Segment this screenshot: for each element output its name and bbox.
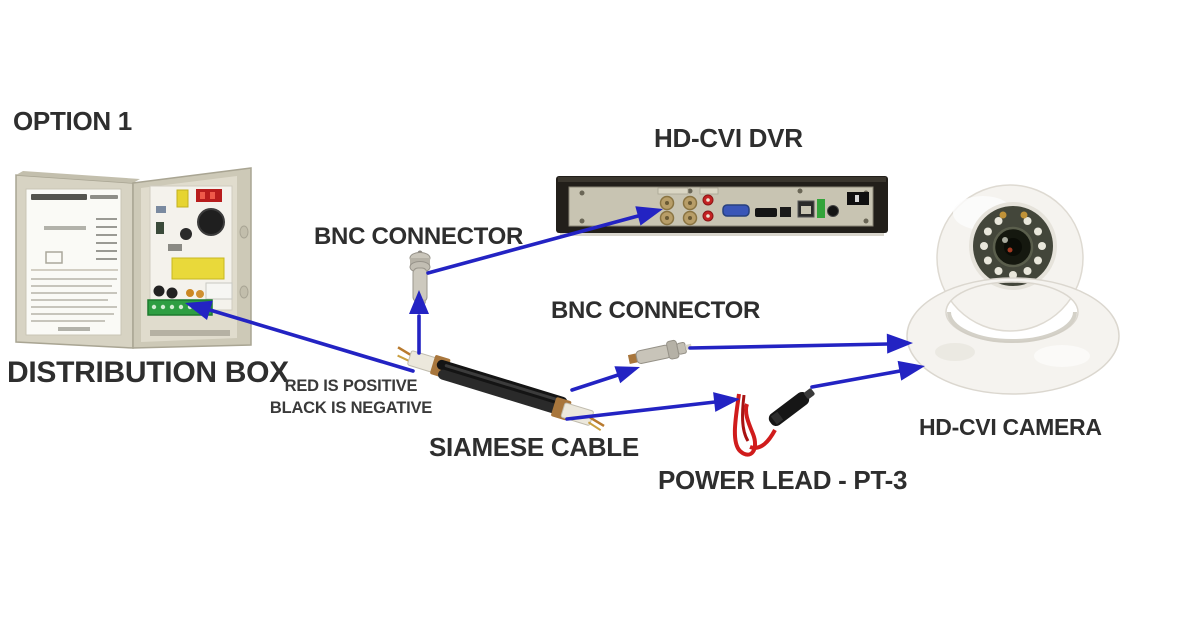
power-lead-dc-plug bbox=[768, 388, 815, 427]
dvr-hdmi-port bbox=[755, 208, 777, 217]
camera-lens bbox=[992, 226, 1034, 268]
wiring-note-line1: RED IS POSITIVE bbox=[284, 377, 418, 395]
arrow-power-lead-to-camera bbox=[810, 360, 925, 389]
arrow-bnc1-to-dvr bbox=[426, 206, 663, 275]
bnc-connector-1-label: BNC CONNECTOR bbox=[314, 223, 523, 250]
dvr-image bbox=[556, 176, 888, 236]
siamese-cable-label: SIAMESE CABLE bbox=[429, 432, 639, 462]
arrow-siamese-to-power-lead bbox=[565, 392, 740, 421]
power-lead-red-wire bbox=[732, 393, 758, 457]
dvr-dc-jack bbox=[827, 205, 839, 217]
dvr-rca-ports bbox=[702, 194, 714, 222]
knockout-hole bbox=[239, 285, 249, 299]
knockout-hole bbox=[239, 225, 249, 239]
bnc-connector-2-label: BNC CONNECTOR bbox=[551, 297, 760, 324]
camera-image bbox=[906, 184, 1120, 395]
distribution-box-label: DISTRIBUTION BOX bbox=[7, 356, 289, 389]
dvr-bnc-ports bbox=[659, 195, 698, 226]
power-lead-label: POWER LEAD - PT-3 bbox=[658, 465, 908, 495]
door-instruction-label bbox=[25, 188, 122, 336]
camera-status-led bbox=[999, 211, 1007, 219]
bnc-connector-2-image bbox=[627, 339, 692, 365]
distribution-box-image bbox=[15, 167, 252, 349]
dvr-label: HD-CVI DVR bbox=[654, 123, 803, 153]
dvr-usb-port bbox=[780, 207, 791, 217]
power-supply-pcb bbox=[149, 185, 233, 311]
wiring-note-line2: BLACK IS NEGATIVE bbox=[269, 399, 433, 417]
camera-label: HD-CVI CAMERA bbox=[919, 414, 1102, 440]
siamese-cable-image bbox=[397, 346, 605, 432]
dvr-vga-port bbox=[722, 204, 750, 217]
camera-ir-leds bbox=[980, 217, 1046, 279]
wiring-polarity-note: RED IS POSITIVE BLACK IS NEGATIVE bbox=[266, 375, 436, 419]
option-label: OPTION 1 bbox=[13, 106, 132, 136]
dvr-power-switch bbox=[847, 192, 869, 205]
arrow-siamese-to-distribution-box bbox=[185, 300, 415, 373]
arrow-siamese-to-bnc1 bbox=[409, 290, 429, 355]
dvr-rear-panel bbox=[568, 186, 874, 227]
dvr-ethernet-port bbox=[797, 200, 815, 218]
arrow-bnc2-to-camera bbox=[688, 333, 913, 354]
bnc-connector-1-image bbox=[409, 250, 431, 306]
arrow-siamese-to-bnc2 bbox=[570, 366, 640, 392]
power-lead-image bbox=[732, 388, 815, 457]
camera-status-led bbox=[1020, 211, 1028, 219]
dvr-rs485-terminal bbox=[817, 199, 825, 218]
